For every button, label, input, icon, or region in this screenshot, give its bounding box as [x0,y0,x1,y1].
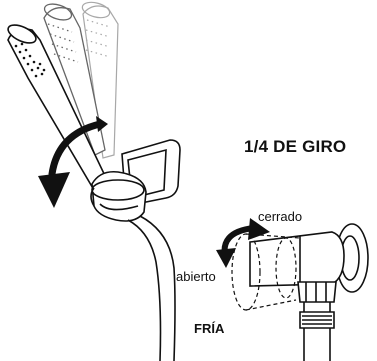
quarter-turn-arrow-icon [216,218,270,268]
holder-joint [90,170,147,222]
angle-valve [249,223,369,361]
rotation-arrow-icon [38,116,108,208]
quarter-turn-label: 1/4 DE GIRO [244,137,347,156]
shower-hose [127,215,176,361]
open-label: abierto [176,269,216,284]
handshower-ghost-near [43,3,106,156]
cold-water-label: FRÍA [194,321,225,336]
handshower-ghost-far [81,1,119,159]
closed-label: cerrado [258,209,303,224]
